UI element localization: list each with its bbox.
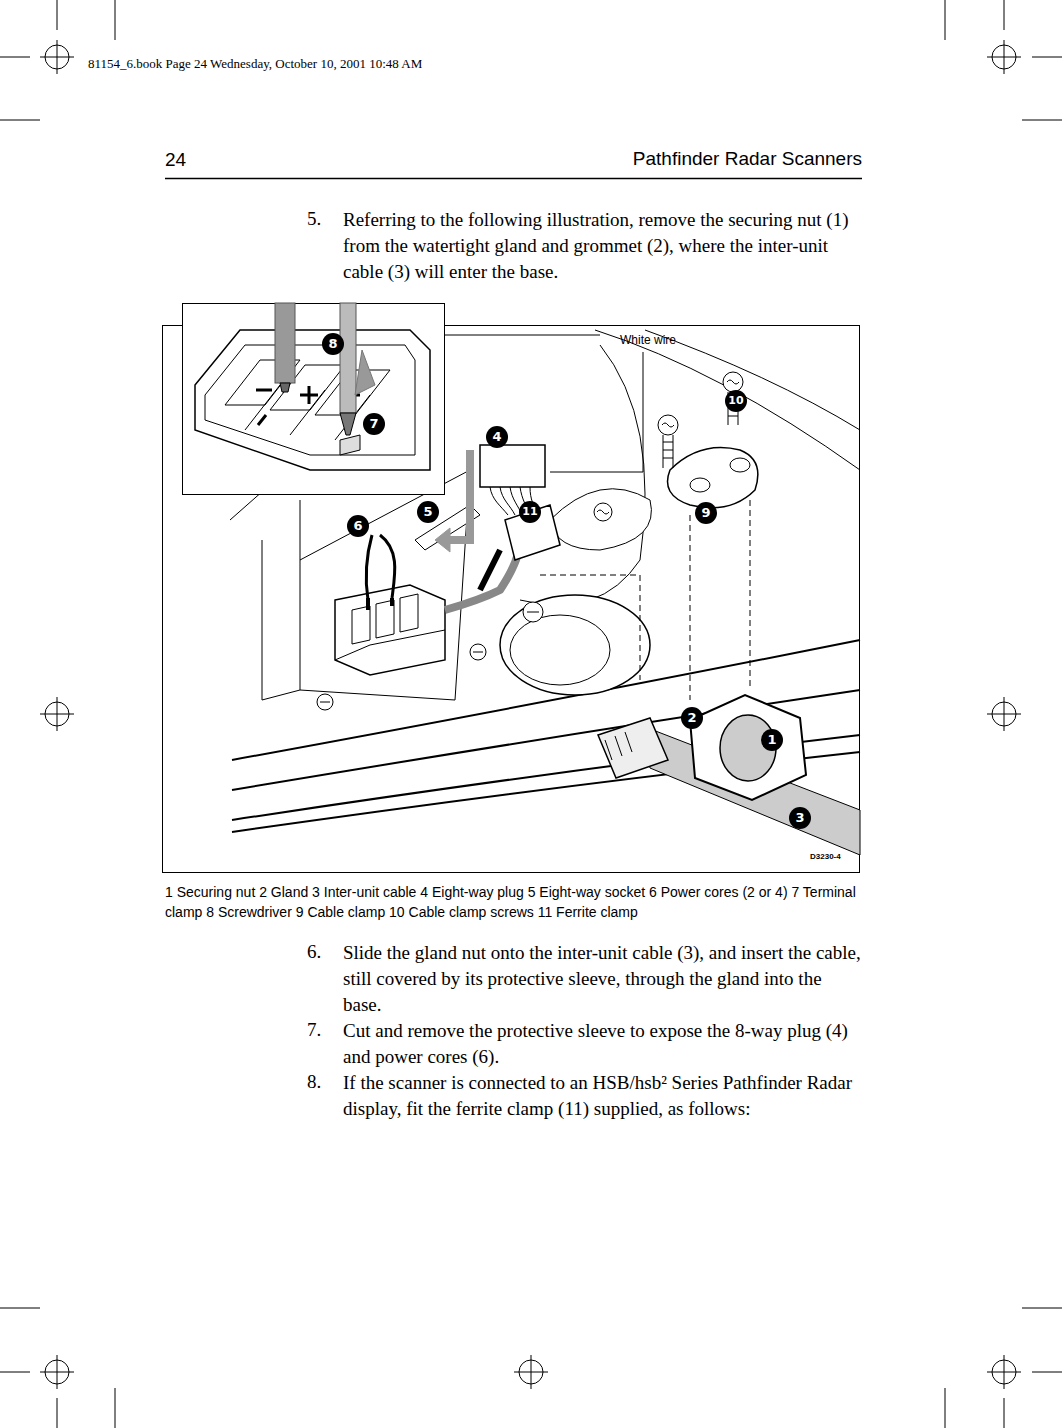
line-art [987, 0, 1062, 74]
running-header: Pathfinder Radar Scanners [633, 148, 862, 170]
step-text: Cut and remove the protective sleeve to … [343, 1018, 863, 1070]
step-number: 5. [307, 207, 337, 231]
step-text: If the scanner is connected to an HSB/hs… [343, 1070, 863, 1122]
line-art [598, 718, 668, 778]
line-art [366, 535, 372, 600]
line-art [340, 435, 360, 455]
callout-number: 5 [417, 501, 439, 523]
line-art [540, 500, 750, 700]
callout-number: 2 [681, 707, 703, 729]
line-art [368, 598, 392, 610]
line-art [514, 1355, 548, 1389]
line-art [205, 345, 415, 455]
line-art [335, 585, 445, 675]
line-art [597, 510, 609, 514]
line-art [380, 535, 395, 598]
line-art [280, 383, 290, 392]
line-art [730, 458, 750, 472]
line-art [195, 330, 430, 470]
line-art [668, 448, 758, 508]
line-art [690, 695, 806, 800]
line-art [317, 694, 333, 710]
line-art [445, 540, 520, 610]
step-number: 6. [307, 940, 337, 964]
line-art [480, 550, 500, 590]
line-art [987, 1355, 1062, 1428]
line-art [300, 470, 470, 700]
callout-number: 8 [322, 333, 344, 355]
line-art [500, 595, 650, 695]
line-art [663, 435, 673, 468]
callout-number: 10 [725, 390, 747, 412]
line-art [445, 450, 470, 540]
line-art [550, 489, 651, 550]
line-art [473, 652, 483, 653]
line-art [727, 380, 739, 384]
line-art [480, 445, 545, 487]
callout-number: 11 [519, 501, 541, 523]
line-art [0, 0, 74, 74]
figure-key: 1 Securing nut 2 Gland 3 Inter-unit cabl… [165, 882, 865, 922]
callout-number: 1 [761, 729, 783, 751]
line-art [645, 330, 860, 430]
line-art [340, 303, 356, 413]
line-art [658, 415, 678, 435]
line-art [320, 702, 330, 703]
line-art [352, 594, 418, 644]
line-art [662, 423, 674, 427]
line-art [605, 732, 632, 760]
line-art [165, 178, 862, 180]
step-number: 8. [307, 1070, 337, 1094]
line-art [470, 644, 486, 660]
line-art [335, 630, 445, 660]
page-number: 24 [165, 148, 205, 172]
step-number: 7. [307, 1018, 337, 1042]
line-art [523, 602, 543, 622]
line-art [0, 1355, 74, 1428]
line-art [340, 413, 356, 435]
callout-number: 3 [789, 807, 811, 829]
callout-number: 7 [363, 413, 385, 435]
figure-code: D3230-4 [810, 852, 858, 862]
step-text: Referring to the following illustration,… [343, 207, 863, 285]
line-art [987, 697, 1021, 731]
line-art [527, 612, 539, 613]
line-art [594, 503, 612, 521]
line-art [183, 304, 445, 495]
callout-number: 9 [695, 502, 717, 524]
line-art [355, 350, 375, 395]
line-art [510, 615, 610, 685]
callout-number: 6 [347, 515, 369, 537]
line-art [550, 352, 643, 472]
line-art [435, 528, 450, 552]
line-art [40, 697, 74, 731]
step-text: Slide the gland nut onto the inter-unit … [343, 940, 863, 1018]
line-art [275, 303, 295, 383]
print-mark: 81154_6.book Page 24 Wednesday, October … [88, 56, 548, 72]
line-art [723, 372, 743, 392]
callout-number: 4 [486, 426, 508, 448]
line-art [690, 478, 710, 492]
wire-label: White wire [620, 333, 700, 348]
